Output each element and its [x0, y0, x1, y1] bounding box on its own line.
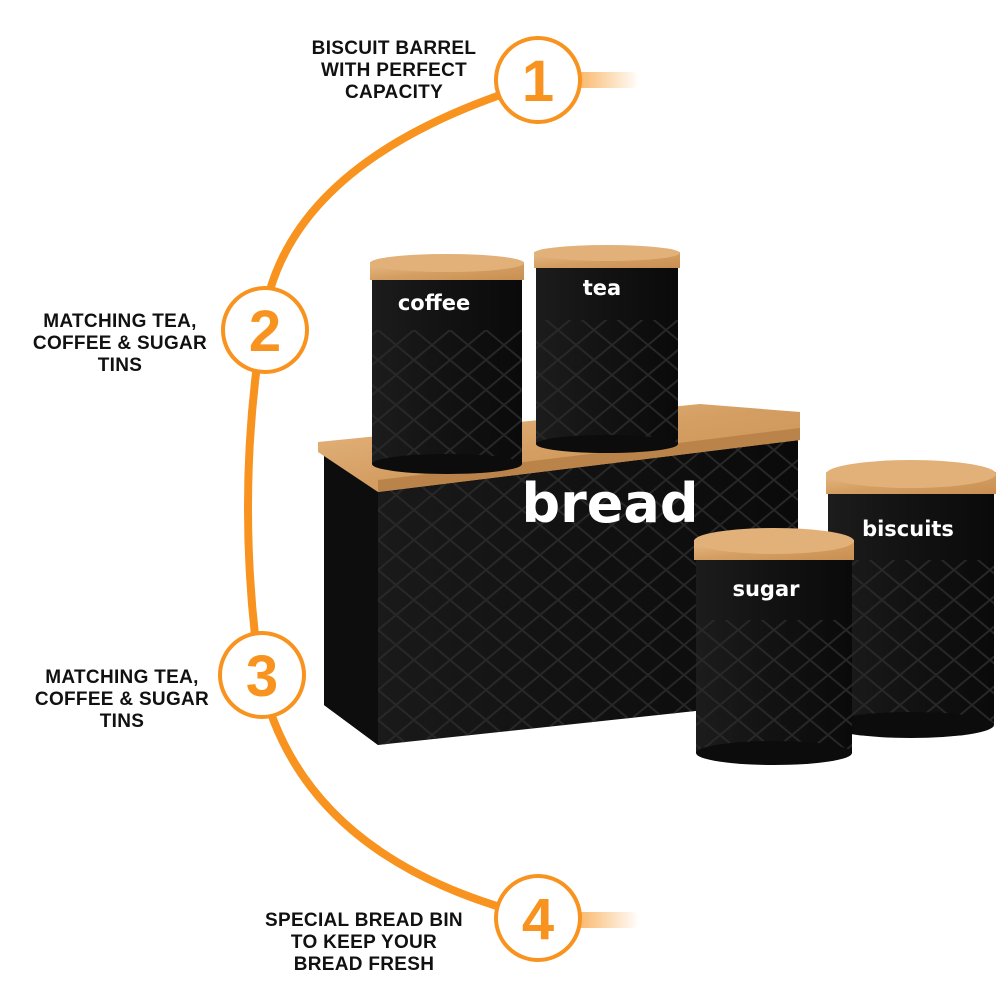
feature-1-line-1: BISCUIT BARREL [311, 38, 477, 59]
step-4-number: 4 [522, 887, 554, 952]
sugar-label: sugar [732, 577, 800, 601]
biscuits-tin: biscuits [826, 460, 996, 738]
sugar-tin: sugar [694, 528, 854, 765]
step-3-badge: 3 [218, 631, 306, 719]
step-4-badge: 4 [494, 874, 582, 962]
biscuits-tin-lid [826, 460, 996, 488]
feature-2-line-3: TINS [97, 355, 143, 376]
feature-2-line-1: MATCHING TEA, [43, 311, 197, 332]
coffee-tin-lid [370, 254, 524, 272]
tea-label: tea [583, 276, 621, 300]
feature-2-label: MATCHING TEA, COFFEE & SUGAR TINS [0, 311, 240, 377]
feature-3-line-1: MATCHING TEA, [45, 667, 199, 688]
feature-4-line-2: TO KEEP YOUR [290, 932, 438, 953]
step-1-number: 1 [522, 49, 554, 114]
tea-tin-lid [534, 245, 680, 261]
feature-3-line-2: COFFEE & SUGAR [34, 689, 210, 710]
step-3-number: 3 [246, 644, 278, 709]
step-2-number: 2 [249, 299, 281, 364]
trail-1 [570, 72, 640, 88]
feature-3-label: MATCHING TEA, COFFEE & SUGAR TINS [2, 667, 242, 733]
feature-2-line-2: COFFEE & SUGAR [32, 333, 208, 354]
step-2-badge: 2 [221, 286, 309, 374]
timeline-arc [243, 78, 544, 922]
feature-1-line-2: WITH PERFECT [320, 60, 468, 81]
step-1-badge: 1 [494, 36, 582, 124]
tea-tin: tea [534, 245, 680, 453]
bread-label: bread [521, 472, 698, 535]
feature-1-line-3: CAPACITY [344, 82, 444, 103]
biscuits-label: biscuits [862, 517, 954, 541]
feature-4-line-3: BREAD FRESH [293, 954, 435, 975]
feature-1-label: BISCUIT BARREL WITH PERFECT CAPACITY [274, 38, 514, 104]
feature-3-line-3: TINS [99, 711, 145, 732]
trail-4 [570, 912, 640, 928]
coffee-label: coffee [398, 291, 470, 315]
sugar-tin-lid [694, 528, 854, 554]
coffee-tin: coffee [370, 254, 524, 474]
feature-4-line-1: SPECIAL BREAD BIN [265, 910, 463, 931]
feature-4-label: SPECIAL BREAD BIN TO KEEP YOUR BREAD FRE… [244, 910, 484, 976]
